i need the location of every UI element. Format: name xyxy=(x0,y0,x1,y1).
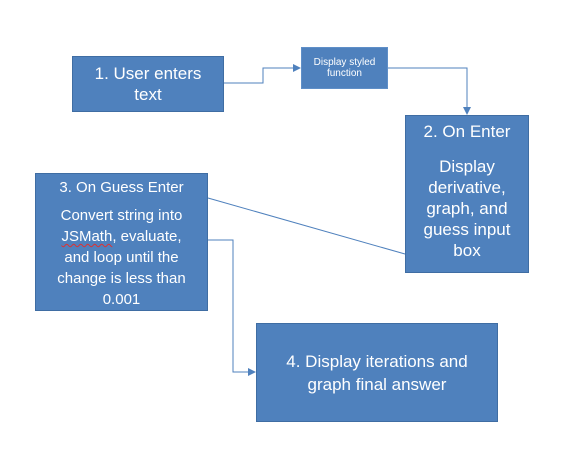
box-user-enters-text: 1. User enters text xyxy=(72,56,224,112)
box-on-guess-enter-rest: and loop until the change is less than 0… xyxy=(57,249,186,308)
arrow-guess-enter-to-display-iterations xyxy=(208,239,256,376)
box-on-guess-enter-line2: JSMath, evaluate, xyxy=(61,226,181,247)
line-on-enter-to-guess-enter xyxy=(207,197,406,255)
box-display-iterations-label: 4. Display iterations and graph final an… xyxy=(286,351,468,394)
box-on-guess-enter-line1: Convert string into xyxy=(60,207,183,224)
box-display-styled-function: Display styled function xyxy=(301,47,388,89)
box-on-enter-title: 2. On Enter xyxy=(423,122,511,141)
jsmath-spellcheck-word: JSMath xyxy=(61,228,113,245)
box-on-guess-enter-title: 3. On Guess Enter xyxy=(59,179,184,196)
box-on-enter-body: Display derivative, graph, and guess inp… xyxy=(423,157,511,260)
box-on-enter: 2. On Enter Display derivative, graph, a… xyxy=(405,115,529,273)
arrow-user-to-display-styled xyxy=(224,64,301,84)
box-display-iterations: 4. Display iterations and graph final an… xyxy=(256,323,498,422)
box-user-enters-text-label: 1. User enters text xyxy=(94,64,202,104)
box-display-styled-function-label: Display styled function xyxy=(313,57,376,79)
box-on-guess-enter: 3. On Guess Enter Convert string into JS… xyxy=(35,173,208,311)
box-on-guess-enter-line2-rest: , evaluate, xyxy=(112,228,182,245)
arrow-display-styled-to-on-enter xyxy=(388,67,471,115)
